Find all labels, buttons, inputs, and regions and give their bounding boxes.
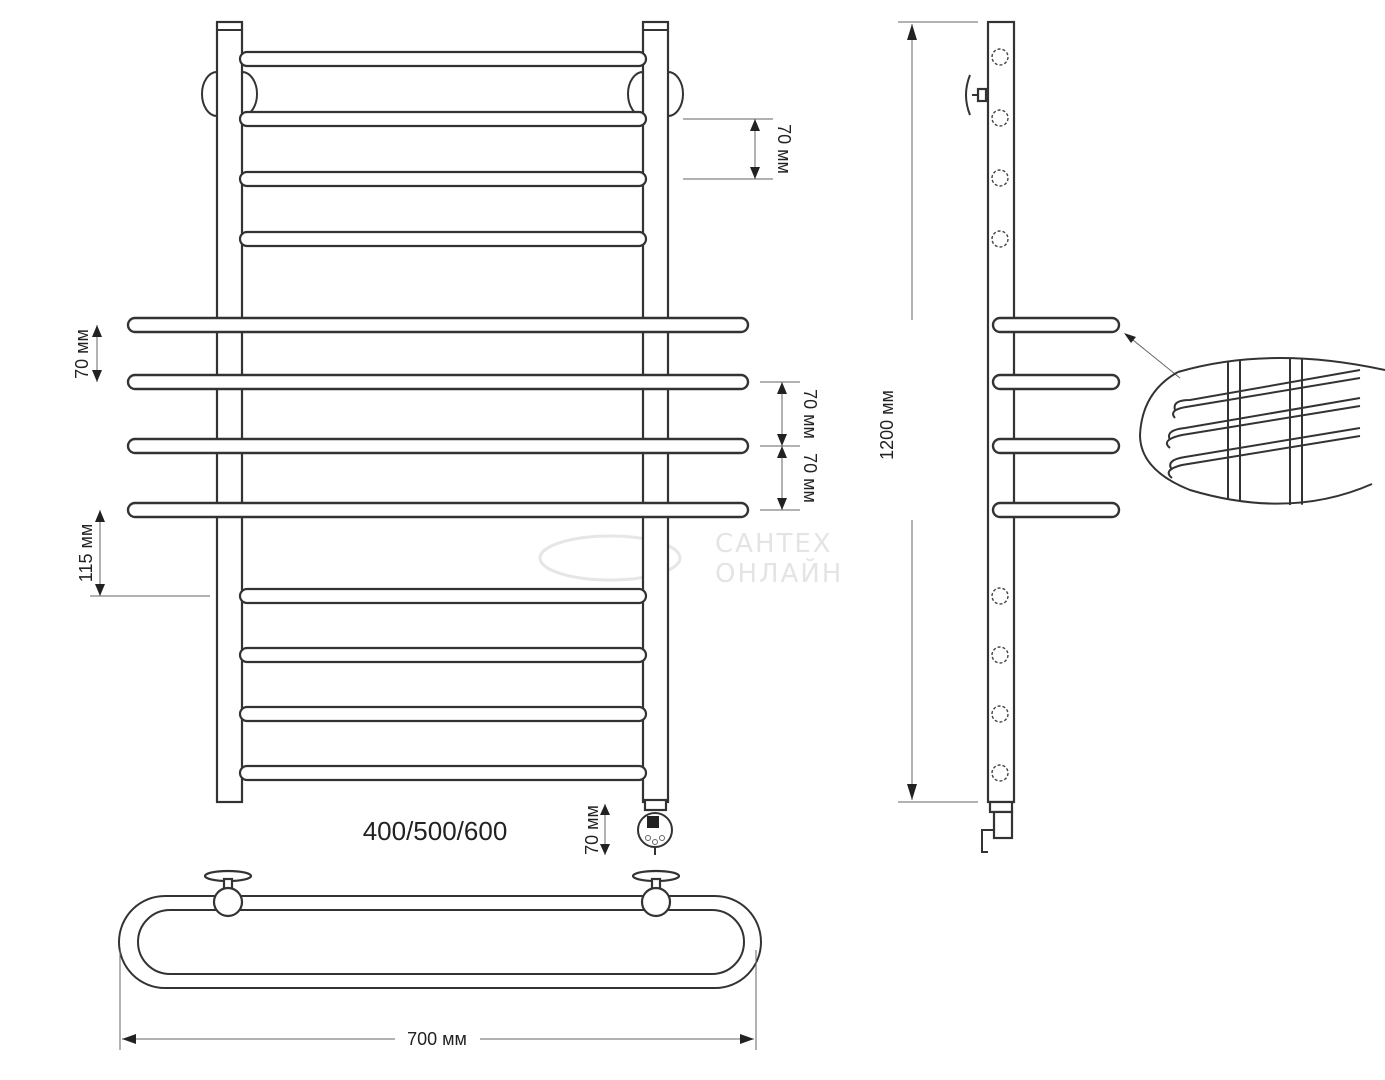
side-wall-bracket (965, 74, 988, 116)
left-wall-bracket (201, 71, 218, 117)
left-post (215, 20, 244, 804)
detail-leader (1127, 335, 1181, 379)
label-width-bottom: 700 мм (407, 1029, 467, 1049)
watermark: САНТЕХ ОНЛАЙН (538, 529, 843, 589)
label-rung-gap-top: 70 мм (774, 124, 794, 174)
rung (238, 705, 648, 723)
dim-rung-gap-top: 70 мм (683, 118, 794, 180)
side-view: 1200 мм (877, 20, 1385, 853)
top-view-outer-loop (118, 895, 762, 989)
right-wall-bracket (627, 71, 644, 117)
right-mount (631, 869, 681, 918)
dim-bottom-gap: 115 мм (76, 510, 210, 597)
watermark-line2: ОНЛАЙН (715, 557, 843, 589)
right-post (641, 20, 670, 804)
rung (238, 764, 648, 782)
label-connector-gap: 70 мм (582, 805, 602, 855)
shelf-bar (126, 501, 750, 519)
side-connector (981, 800, 1014, 853)
label-height: 1200 мм (877, 390, 897, 460)
rung (238, 230, 648, 248)
rung (238, 170, 648, 188)
electric-connector (637, 798, 673, 855)
side-post (986, 20, 1016, 804)
label-shelf-gap-right-2: 70 мм (800, 453, 820, 503)
top-view: 700 мм (118, 869, 762, 1050)
label-width-options: 400/500/600 (363, 816, 508, 846)
rung (238, 587, 648, 605)
dim-shelf-gap-right: 70 мм 70 мм (760, 381, 820, 511)
rung (238, 110, 648, 128)
dim-connector-gap: 70 мм (582, 804, 610, 855)
shelf-bars (126, 316, 750, 519)
dim-height: 1200 мм (877, 21, 978, 803)
side-rung-ends (991, 48, 1009, 782)
detail-bubble (1138, 356, 1385, 505)
side-shelf-bars (991, 316, 1121, 519)
label-shelf-gap-right-1: 70 мм (800, 389, 820, 439)
watermark-line1: САНТЕХ (715, 529, 833, 559)
dim-shelf-gap-left: 70 мм (72, 325, 102, 382)
left-mount (203, 869, 253, 918)
label-shelf-gap-left: 70 мм (72, 329, 92, 379)
dim-width-bottom: 700 мм (119, 950, 757, 1050)
shelf-bar (126, 373, 750, 391)
shelf-bar (126, 437, 750, 455)
rung (238, 50, 648, 68)
top-view-inner-loop (137, 909, 745, 975)
inner-rungs (238, 50, 648, 782)
label-bottom-gap: 115 мм (76, 524, 96, 582)
shelf-bar (126, 316, 750, 334)
rung (238, 646, 648, 664)
front-view: 70 мм 70 мм 70 мм 70 мм (72, 20, 820, 855)
